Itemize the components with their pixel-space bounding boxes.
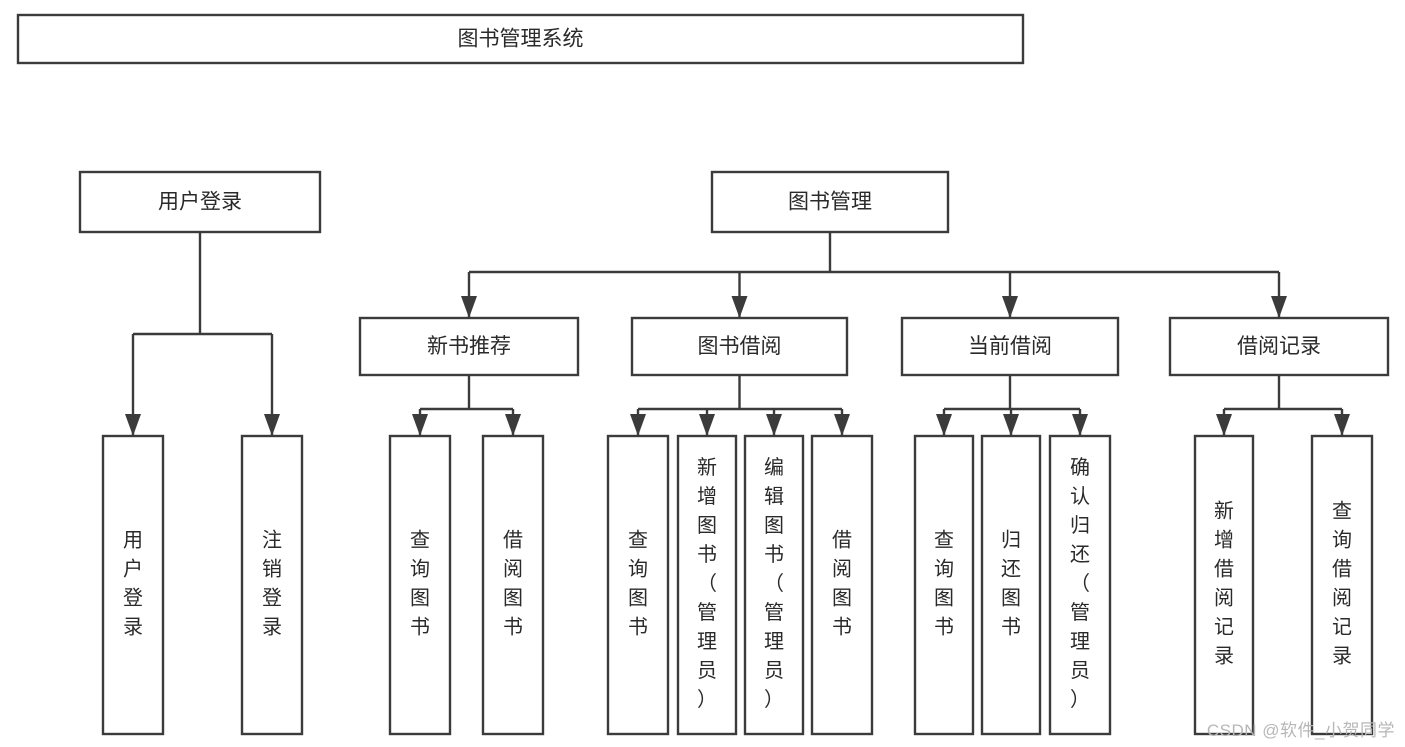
node-box-user-logout[interactable] bbox=[240, 434, 304, 736]
node-box-bb-add[interactable] bbox=[676, 434, 738, 736]
node-label-user-login-do: 用户登录 bbox=[123, 530, 143, 639]
arrow-head-icon-bb-add bbox=[699, 414, 715, 436]
node-label-new-book-rec: 新书推荐 bbox=[427, 335, 511, 358]
node-label-cb-return: 归还图书 bbox=[1001, 529, 1021, 639]
node-borrow-record[interactable]: 借阅记录 bbox=[1168, 316, 1390, 377]
arrow-head-icon-nbr-query bbox=[412, 414, 428, 436]
node-nbr-borrow[interactable]: 借阅图书 bbox=[481, 434, 545, 736]
node-box-br-add[interactable] bbox=[1193, 434, 1255, 736]
node-nbr-query[interactable]: 查询图书 bbox=[388, 434, 452, 736]
node-box-cb-return[interactable] bbox=[980, 434, 1042, 736]
node-book-borrow[interactable]: 图书借阅 bbox=[630, 316, 849, 377]
arrow-head-icon-cb-return bbox=[1003, 414, 1019, 436]
node-box-cb-confirm[interactable] bbox=[1048, 434, 1112, 736]
node-label-book-borrow: 图书借阅 bbox=[698, 335, 782, 358]
node-cb-return[interactable]: 归还图书 bbox=[980, 434, 1042, 736]
node-label-user-login: 用户登录 bbox=[158, 191, 242, 214]
nodes-layer: 图书管理系统用户登录图书管理新书推荐图书借阅当前借阅借阅记录用户登录注销登录查询… bbox=[16, 13, 1390, 736]
node-box-root[interactable] bbox=[16, 13, 1025, 65]
node-label-root: 图书管理系统 bbox=[458, 28, 584, 51]
node-box-nbr-query[interactable] bbox=[388, 434, 452, 736]
arrow-head-icon-cb-query bbox=[936, 414, 952, 436]
node-br-query[interactable]: 查询借阅记录 bbox=[1310, 434, 1374, 736]
node-label-br-add: 新增借阅记录 bbox=[1214, 500, 1234, 668]
node-label-user-logout: 注销登录 bbox=[262, 529, 282, 639]
node-bb-add[interactable]: 新增图书（管理员） bbox=[676, 434, 738, 736]
node-label-cb-confirm: 确认归还（管理员） bbox=[1070, 456, 1090, 711]
node-box-book-borrow[interactable] bbox=[630, 316, 849, 377]
node-box-book-manage[interactable] bbox=[710, 170, 950, 234]
node-br-add[interactable]: 新增借阅记录 bbox=[1193, 434, 1255, 736]
arrow-head-icon-br-query bbox=[1334, 414, 1350, 436]
node-user-logout[interactable]: 注销登录 bbox=[240, 434, 304, 736]
node-label-br-query: 查询借阅记录 bbox=[1332, 500, 1352, 668]
node-label-bb-borrow: 借阅图书 bbox=[832, 529, 852, 639]
node-box-nbr-borrow[interactable] bbox=[481, 434, 545, 736]
node-box-borrow-record[interactable] bbox=[1168, 316, 1390, 377]
arrow-head-icon-new-book-rec bbox=[461, 296, 477, 318]
node-box-cb-query[interactable] bbox=[913, 434, 975, 736]
node-box-bb-borrow[interactable] bbox=[810, 434, 874, 736]
arrow-head-icon-user-logout bbox=[264, 414, 280, 436]
node-root[interactable]: 图书管理系统 bbox=[16, 13, 1025, 65]
watermark-text: CSDN @软件_小贺同学 bbox=[1206, 721, 1395, 740]
node-bb-borrow[interactable]: 借阅图书 bbox=[810, 434, 874, 736]
node-box-current-borrow[interactable] bbox=[900, 316, 1120, 377]
arrow-head-icon-bb-edit bbox=[766, 414, 782, 436]
arrow-head-icon-borrow-record bbox=[1271, 296, 1287, 318]
arrow-head-icon-cb-confirm bbox=[1072, 414, 1088, 436]
node-current-borrow[interactable]: 当前借阅 bbox=[900, 316, 1120, 377]
node-bb-edit[interactable]: 编辑图书（管理员） bbox=[743, 434, 805, 736]
node-new-book-rec[interactable]: 新书推荐 bbox=[358, 316, 580, 377]
node-box-new-book-rec[interactable] bbox=[358, 316, 580, 377]
node-box-user-login-do[interactable] bbox=[101, 434, 165, 736]
node-box-bb-edit[interactable] bbox=[743, 434, 805, 736]
node-box-br-query[interactable] bbox=[1310, 434, 1374, 736]
arrow-head-icon-user-login-do bbox=[125, 414, 141, 436]
node-label-bb-edit: 编辑图书（管理员） bbox=[764, 456, 784, 711]
node-label-nbr-borrow: 借阅图书 bbox=[503, 529, 523, 639]
arrow-head-icon-br-add bbox=[1216, 414, 1232, 436]
node-cb-query[interactable]: 查询图书 bbox=[913, 434, 975, 736]
connectors-layer bbox=[125, 232, 1350, 436]
node-user-login[interactable]: 用户登录 bbox=[78, 170, 322, 234]
node-user-login-do[interactable]: 用户登录 bbox=[101, 434, 165, 736]
node-label-book-manage: 图书管理 bbox=[788, 191, 872, 214]
arrow-head-icon-nbr-borrow bbox=[505, 414, 521, 436]
node-label-bb-query: 查询图书 bbox=[628, 529, 648, 639]
node-label-borrow-record: 借阅记录 bbox=[1237, 335, 1321, 358]
arrow-head-icon-book-borrow bbox=[731, 296, 748, 318]
node-label-current-borrow: 当前借阅 bbox=[968, 335, 1052, 358]
node-book-manage[interactable]: 图书管理 bbox=[710, 170, 950, 234]
node-box-user-login[interactable] bbox=[78, 170, 322, 234]
arrow-head-icon-bb-borrow bbox=[834, 414, 850, 436]
arrow-head-icon-current-borrow bbox=[1002, 296, 1018, 318]
node-bb-query[interactable]: 查询图书 bbox=[606, 434, 670, 736]
node-label-cb-query: 查询图书 bbox=[934, 529, 954, 639]
node-label-nbr-query: 查询图书 bbox=[410, 529, 430, 639]
node-label-bb-add: 新增图书（管理员） bbox=[697, 456, 717, 711]
node-cb-confirm[interactable]: 确认归还（管理员） bbox=[1048, 434, 1112, 736]
arrow-head-icon-bb-query bbox=[630, 414, 646, 436]
node-box-bb-query[interactable] bbox=[606, 434, 670, 736]
